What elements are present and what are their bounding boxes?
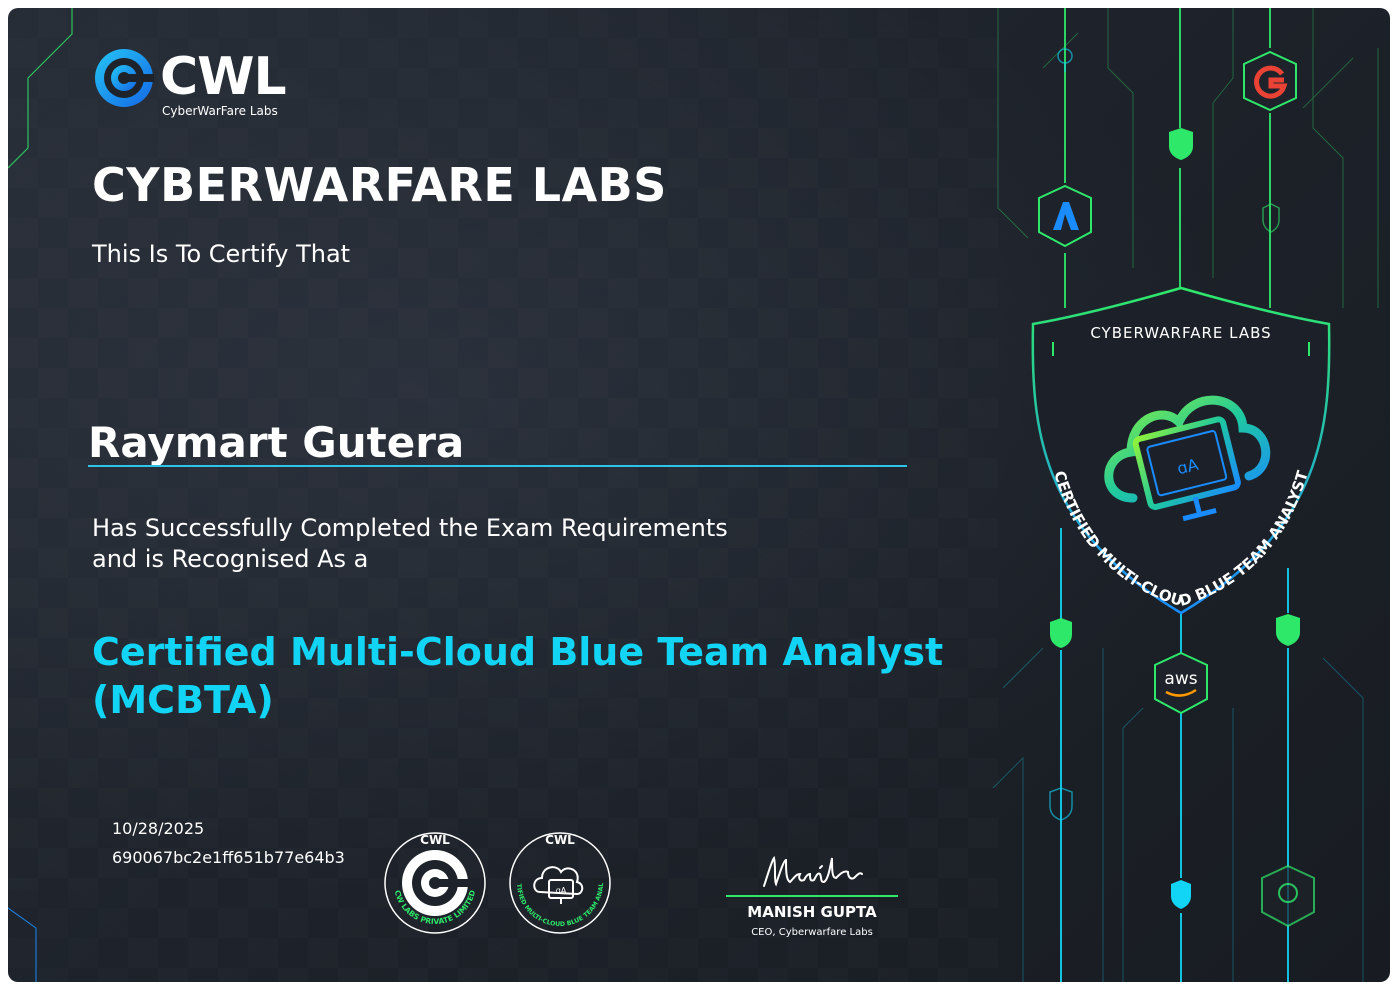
badge-org: CYBERWARFARE LABS [1090, 324, 1271, 342]
completion-line-2: and is Recognised As a [92, 545, 369, 573]
completion-statement: Has Successfully Completed the Exam Requ… [92, 513, 728, 575]
background-pattern [8, 8, 998, 982]
mcbta-seal: ɑA CWL CERTIFIED MULTI-CLOUD BLUE TEAM A… [507, 830, 611, 934]
aws-label: aws [1164, 669, 1197, 689]
certificate-id: 690067bc2e1ff651b77e64b3 [112, 848, 345, 867]
issue-date: 10/28/2025 [112, 819, 205, 838]
certification-line-2: (MCBTA) [92, 678, 274, 722]
certification-line-1: Certified Multi-Cloud Blue Team Analyst [92, 630, 944, 674]
seal2-top-text: CWL [545, 833, 575, 847]
svg-text:ɑA: ɑA [556, 886, 567, 895]
signatory-name: MANISH GUPTA [747, 903, 877, 921]
certify-intro: This Is To Certify That [92, 240, 351, 268]
signature-line [726, 895, 898, 897]
name-underline [88, 465, 907, 467]
svg-text:ɑA: ɑA [1175, 455, 1200, 479]
completion-line-1: Has Successfully Completed the Exam Requ… [92, 514, 728, 542]
recipient-name: Raymart Gutera [88, 418, 465, 467]
signature-image [763, 856, 863, 887]
logo-wordmark: CWL [160, 47, 287, 107]
cwl-logo-icon [95, 49, 154, 107]
cwl-logo: CWL CyberWarFare Labs [92, 46, 302, 120]
edge-decoration [8, 8, 73, 982]
organization-title: CYBERWARFARE LABS [92, 158, 667, 212]
logo-subtitle: CyberWarFare Labs [162, 104, 278, 118]
certification-title: Certified Multi-Cloud Blue Team Analyst … [92, 628, 943, 724]
badge-artwork: aws CYBERWARFARE LABS CERTIFIED MULTI-CL… [992, 8, 1379, 982]
certificate: CWL CyberWarFare Labs CYBERWARFARE LABS … [8, 8, 1390, 982]
signatory-title: CEO, Cyberwarfare Labs [751, 927, 873, 938]
seal1-top-text: CWL [420, 833, 450, 847]
cw-labs-seal: CWL CW LABS PRIVATE LIMITED [384, 832, 486, 934]
